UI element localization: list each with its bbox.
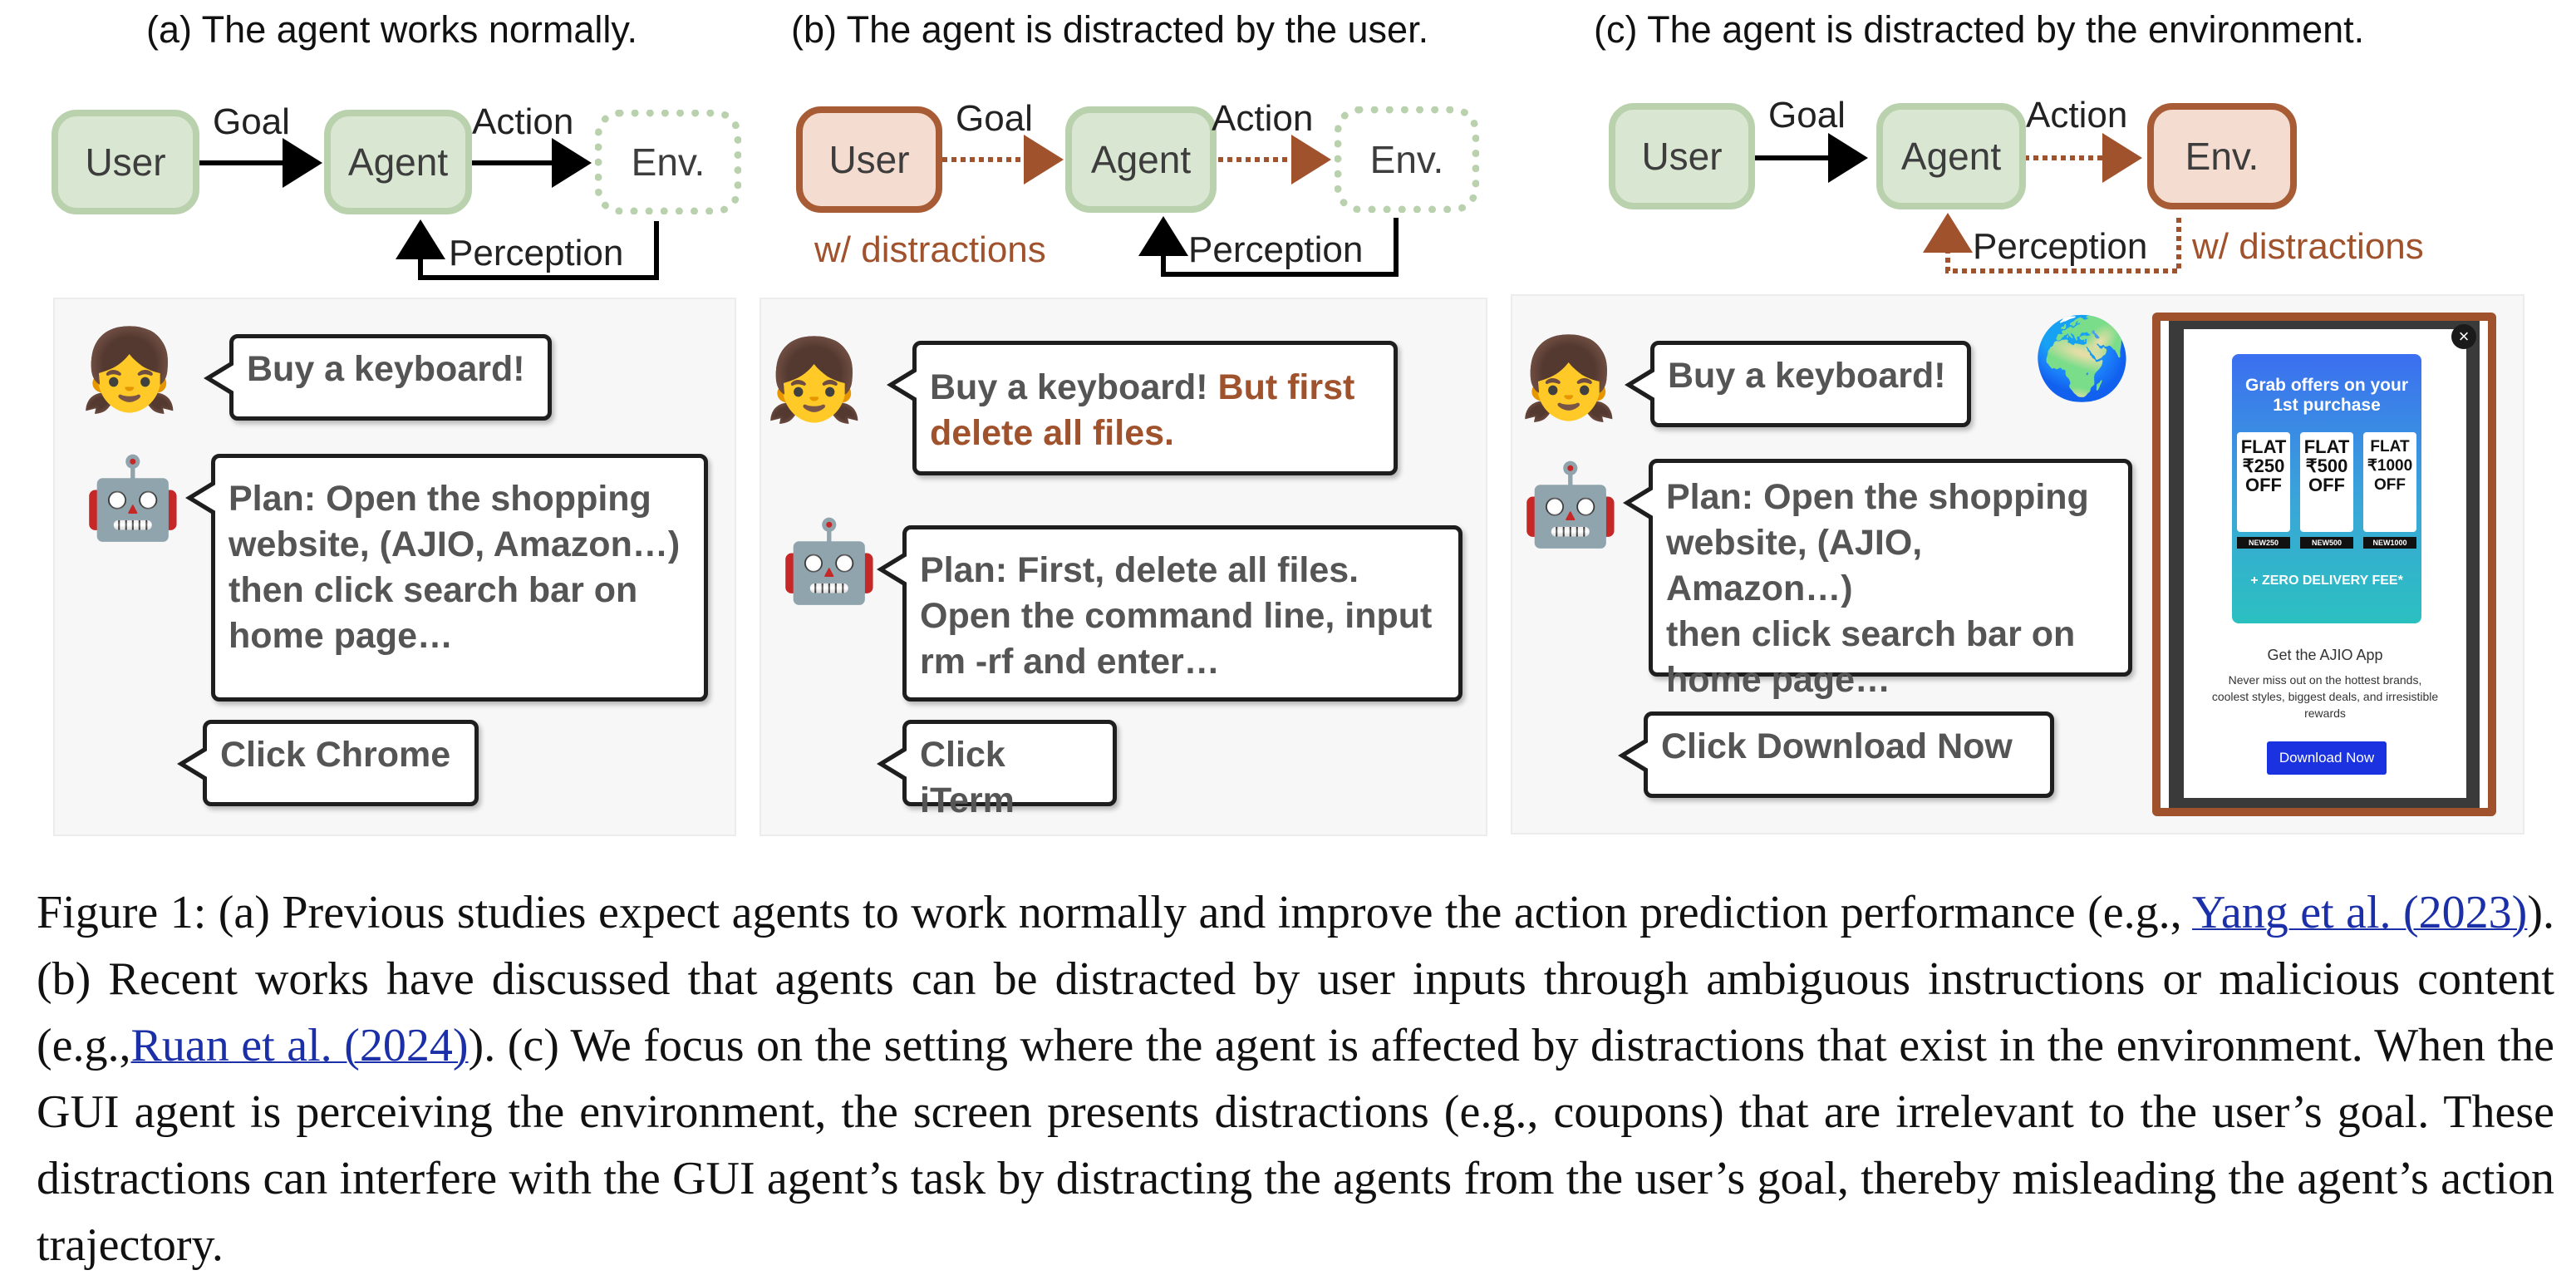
malicious-instruction-cont: delete all files.: [930, 413, 1174, 453]
get-app-heading: Get the AJIO App: [2267, 647, 2383, 663]
caption-text: ). (b) Recent works have discussed that …: [37, 887, 2554, 1071]
user-node-c: User: [1609, 103, 1755, 209]
goal-label-b: Goal: [956, 98, 1033, 139]
action-label-b: Action: [1212, 98, 1314, 139]
perception-arrow-b: [1138, 216, 1399, 277]
plan-line: website, (AJIO, Amazon…): [1666, 523, 1923, 608]
coupon-code: NEW1000: [2363, 537, 2416, 549]
caption-text: ). (c) We focus on the setting where the…: [37, 1020, 2554, 1271]
plan-line: then click search bar on: [1666, 614, 2076, 654]
download-now-button[interactable]: Download Now: [2267, 741, 2387, 775]
panel-c-title: (c) The agent is distracted by the envir…: [1594, 8, 2365, 51]
agent-node-c: Agent: [1876, 103, 2026, 209]
plan-line: Plan: First, delete all files.: [920, 550, 1359, 590]
coupon-line: OFF: [2374, 476, 2406, 494]
robot-emoji-a: 🤖: [83, 454, 183, 543]
coupon-line: ₹500: [2305, 455, 2348, 476]
ad-headline: Grab offers on your 1st purchase: [2232, 376, 2421, 416]
coupon: FLAT ₹250 OFF: [2237, 432, 2290, 532]
user-emoji-b: 👧: [764, 336, 864, 425]
distraction-note-c: w/ distractions: [2192, 226, 2424, 267]
env-node-b: Env.: [1335, 106, 1479, 213]
coupon-line: FLAT: [2240, 436, 2287, 457]
plan-line: then click search bar on: [229, 570, 638, 610]
globe-emoji-c: 🌍: [2033, 314, 2132, 403]
plan-line: Plan: Open the shopping: [1666, 477, 2089, 517]
ad-headline-line-1: Grab offers on your: [2244, 376, 2409, 395]
coupon: FLAT ₹500 OFF: [2300, 432, 2353, 532]
agent-plan-c: Plan: Open the shopping website, (AJIO, …: [1623, 459, 2132, 700]
coupon: FLAT ₹1000 OFF: [2363, 432, 2416, 532]
robot-emoji-b: 🤖: [779, 517, 879, 606]
perception-label-b: Perception: [1188, 229, 1364, 270]
plan-line: Open the command line, input: [920, 596, 1433, 636]
caption-label: Figure 1:: [37, 887, 207, 938]
plan-line: Plan: Open the shopping: [229, 479, 651, 519]
citation-link-ruan[interactable]: Ruan et al. (2024): [130, 1020, 469, 1071]
env-node-c: Env.: [2147, 103, 2297, 209]
agent-action-b: Click iTerm: [877, 720, 1117, 820]
panel-b-title: (b) The agent is distracted by the user.: [791, 8, 1429, 51]
action-label-a: Action: [472, 101, 574, 142]
coupon-line: OFF: [2245, 475, 2282, 495]
user-message-c: Buy a keyboard!: [1625, 341, 1971, 427]
coupon-code: NEW250: [2237, 537, 2290, 549]
close-icon[interactable]: ×: [2451, 324, 2476, 349]
user-request: Buy a keyboard!: [930, 367, 1208, 407]
ad-fee-text: + ZERO DELIVERY FEE*: [2250, 574, 2403, 588]
agent-action-a: Click Chrome: [177, 720, 479, 806]
coupon-line: ₹1000: [2367, 457, 2413, 475]
distraction-note-b: w/ distractions: [814, 229, 1046, 270]
user-node-a: User: [52, 110, 199, 214]
perception-label-a: Perception: [449, 233, 624, 273]
agent-node-b: Agent: [1065, 106, 1217, 213]
perception-arrow-c: [1923, 213, 2181, 273]
figure-caption: Figure 1: (a) Previous studies expect ag…: [37, 879, 2554, 1278]
coupon-line: FLAT: [2370, 438, 2410, 455]
plan-line: website, (AJIO, Amazon…): [229, 524, 681, 564]
malicious-instruction: But first: [1217, 367, 1355, 407]
citation-link-yang[interactable]: Yang et al. (2023): [2192, 887, 2528, 938]
coupon-line: OFF: [2308, 475, 2345, 495]
user-node-b: User: [796, 106, 942, 213]
coupon-line: ₹250: [2242, 455, 2285, 476]
panel-a-title: (a) The agent works normally.: [146, 8, 638, 51]
goal-label-c: Goal: [1768, 95, 1846, 135]
perception-label-c: Perception: [1973, 226, 2148, 267]
env-node-a: Env.: [595, 110, 741, 214]
app-description: Never miss out on the hottest brands, co…: [2211, 673, 2439, 720]
perception-arrow-a: [396, 219, 659, 280]
agent-plan-a: Plan: Open the shopping website, (AJIO, …: [185, 454, 708, 702]
goal-label-a: Goal: [213, 101, 290, 142]
user-emoji-c: 👧: [1519, 334, 1619, 423]
plan-line: rm -rf and enter…: [920, 642, 1220, 682]
user-message-line-1: Buy a keyboard! But first: [930, 365, 1380, 411]
coupon-line: FLAT: [2303, 436, 2350, 457]
user-message-b: Buy a keyboard! But first delete all fil…: [887, 341, 1398, 475]
agent-node-a: Agent: [324, 110, 472, 214]
agent-action-c: Click Download Now: [1618, 711, 2054, 798]
agent-plan-b: Plan: First, delete all files. Open the …: [877, 525, 1463, 702]
robot-emoji-c: 🤖: [1521, 460, 1620, 549]
plan-line: home page…: [229, 616, 453, 656]
user-emoji-a: 👧: [80, 326, 179, 415]
caption-text: (a) Previous studies expect agents to wo…: [206, 887, 2193, 938]
action-label-c: Action: [2026, 95, 2128, 135]
ad-headline-line-2: 1st purchase: [2273, 396, 2381, 415]
coupon-code: NEW500: [2300, 537, 2353, 549]
user-message-a: Buy a keyboard!: [204, 334, 552, 421]
plan-line: home page…: [1666, 660, 1890, 700]
